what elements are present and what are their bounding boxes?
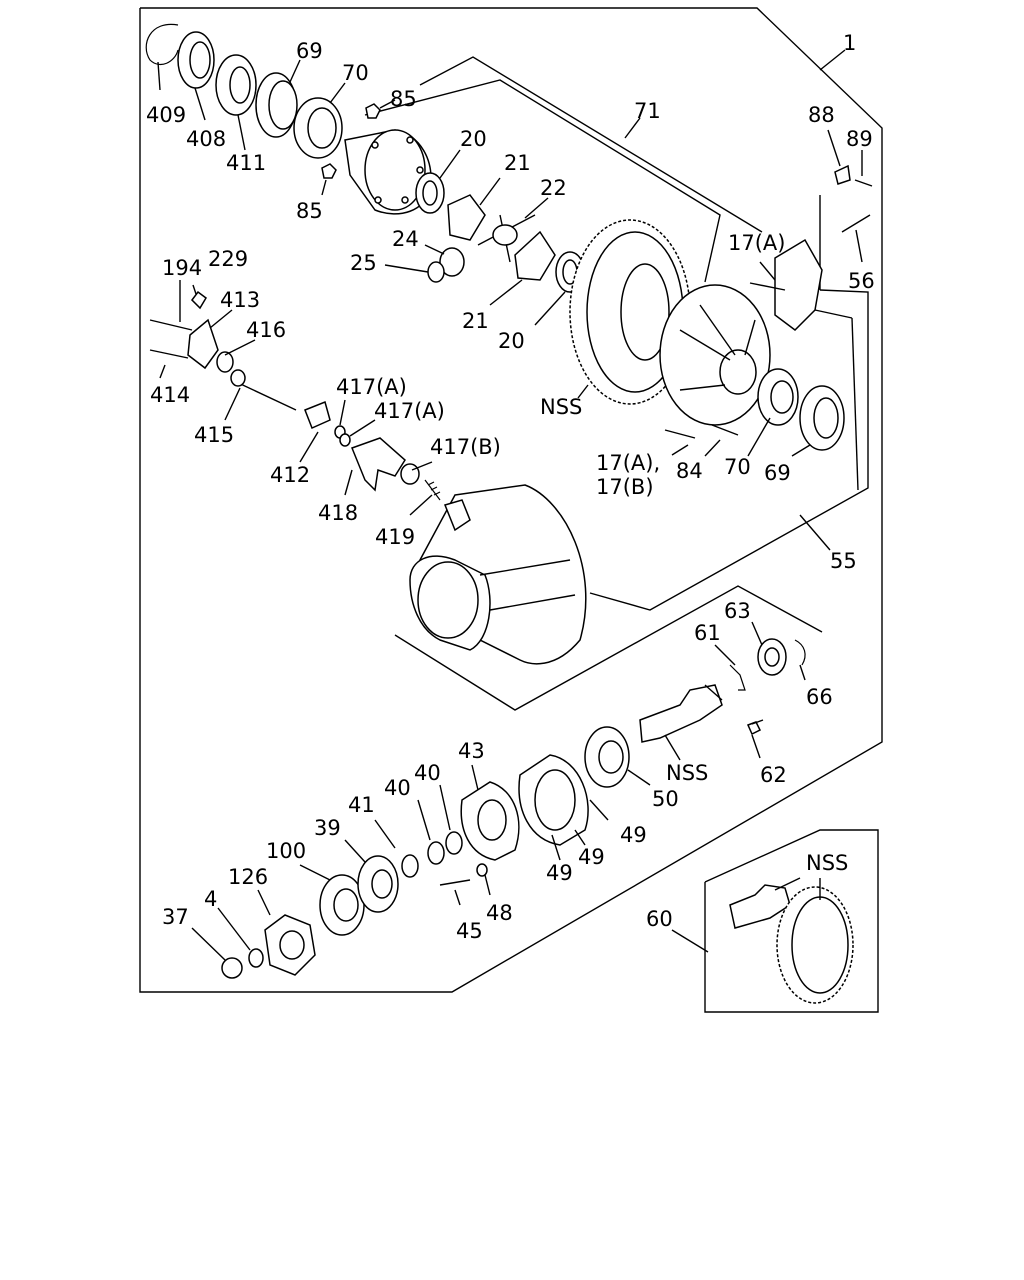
bearing-408 [177,31,215,121]
label-24: 24 [392,227,419,251]
label-415: 415 [194,423,234,447]
label-17ab-1: 17(A), [596,451,660,475]
label-416: 416 [246,318,286,342]
label-20-bottom: 20 [498,329,525,353]
label-17ab-2: 17(B) [596,475,654,499]
label-nss-ring-gear: NSS [540,395,582,419]
label-61: 61 [694,621,721,645]
label-411: 411 [226,151,266,175]
bearing-70 [293,82,346,159]
pinion-bearings-chain [191,726,651,979]
bearing-70-right [747,368,799,457]
main-frame [139,7,883,993]
label-49-left: 49 [546,861,573,885]
bolts-17-84 [664,424,739,457]
bearing-69-right [791,385,845,457]
label-414: 414 [150,383,190,407]
label-nss-pinion: NSS [666,761,708,785]
nut-85-upper [365,99,396,119]
label-88: 88 [808,103,835,127]
label-418: 418 [318,501,358,525]
label-25: 25 [350,251,377,275]
label-41: 41 [348,793,375,817]
label-45: 45 [456,919,483,943]
ring-pinion-set-60 [671,877,854,1004]
inset-frame [704,829,879,1013]
washer-25 [384,261,445,283]
label-70-right: 70 [724,455,751,479]
leader-55 [799,514,831,551]
label-84: 84 [676,459,703,483]
diff-housing [659,284,771,426]
label-43: 43 [458,739,485,763]
label-408: 408 [186,127,226,151]
bolt-89 [854,150,873,187]
label-20-top: 20 [460,127,487,151]
label-417a-2: 417(A) [374,399,445,423]
pinion-shaft [639,621,806,761]
label-37: 37 [162,905,189,929]
shift-fork-assembly [149,280,441,516]
label-413: 413 [220,288,260,312]
label-nss-inset: NSS [806,851,848,875]
label-66: 66 [806,685,833,709]
label-417a-1: 417(A) [336,375,407,399]
label-22: 22 [540,176,567,200]
bearing-cup-69 [255,59,301,138]
label-412: 412 [270,463,310,487]
label-50: 50 [652,787,679,811]
label-55: 55 [830,549,857,573]
part-labels: 1 409 408 411 69 70 85 85 71 20 21 22 24… [146,31,875,943]
pinion-gear-24 [424,244,465,277]
label-60: 60 [646,907,673,931]
label-71: 71 [634,99,661,123]
gear-411 [215,54,257,151]
label-48: 48 [486,901,513,925]
label-56: 56 [848,269,875,293]
label-419: 419 [375,525,415,549]
leader-1 [819,49,846,71]
label-194: 194 [162,256,202,280]
thrust-washer-20-upper [415,149,461,214]
label-39: 39 [314,816,341,840]
label-69-right: 69 [764,461,791,485]
label-40-upper: 40 [414,761,441,785]
bolt-56 [841,214,871,263]
leader-71 [624,117,641,139]
group-55-outline [589,289,869,611]
label-417b: 417(B) [430,435,501,459]
cross-shaft-22 [477,197,549,263]
label-409: 409 [146,103,186,127]
nut-85-lower [321,163,337,196]
label-4: 4 [204,887,217,911]
side-gear-21-upper [447,177,501,241]
side-gear-21-lower [489,230,556,306]
label-21-top: 21 [504,151,531,175]
lock-plate-88 [827,129,851,185]
snap-ring-409 [145,23,179,91]
label-49-middle: 49 [578,845,605,869]
bearing-cap [749,238,823,331]
label-17a-top: 17(A) [728,231,785,255]
label-100: 100 [266,839,306,863]
axle-housing [409,484,587,665]
label-49-right: 49 [620,823,647,847]
pinion-group-outline [394,585,823,711]
label-40-lower: 40 [384,776,411,800]
label-229: 229 [208,247,248,271]
label-1: 1 [843,31,856,55]
label-21-bottom: 21 [462,309,489,333]
label-69-top: 69 [296,39,323,63]
label-89: 89 [846,127,873,151]
label-85-bottom: 85 [296,199,323,223]
label-126: 126 [228,865,268,889]
label-85-top: 85 [390,87,417,111]
label-62: 62 [760,763,787,787]
label-70-top: 70 [342,61,369,85]
label-63: 63 [724,599,751,623]
